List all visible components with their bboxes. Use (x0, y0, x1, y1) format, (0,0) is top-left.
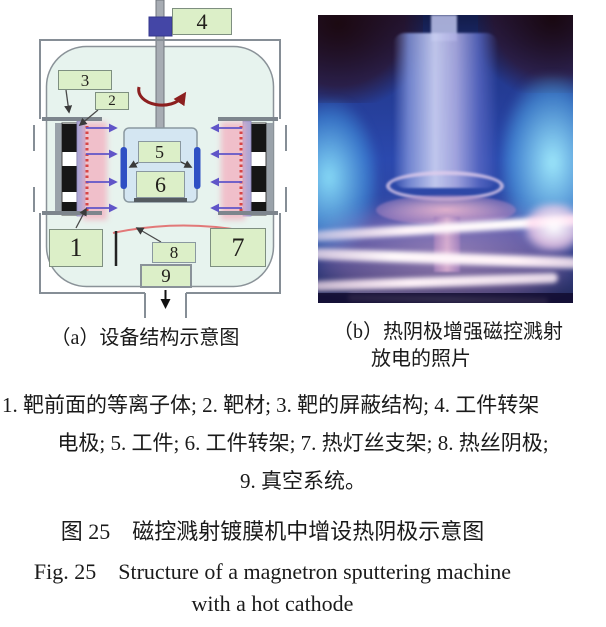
legend-line-1: 1. 靶前面的等离子体; 2. 靶材; 3. 靶的屏蔽结构; 4. 工件转架 (2, 393, 540, 417)
panel-b-caption: （b）热阴极增强磁控溅射 放电的照片 (314, 319, 582, 373)
diagram-label-3: 3 (58, 70, 112, 90)
figure-caption-en-line1: Fig. 25 Structure of a magnetron sputter… (33, 559, 512, 584)
photo-bright-spot-right (525, 203, 573, 251)
chamber-outer-wall (39, 39, 281, 294)
sputter-arrows-right (210, 123, 242, 213)
figure-legend: 1. 靶前面的等离子体; 2. 靶材; 3. 靶的屏蔽结构; 4. 工件转架 电… (0, 386, 606, 500)
diagram-label-6: 6 (136, 171, 185, 198)
wall-feedthrough-stubs (33, 125, 287, 212)
diagram-label-8: 8 (152, 242, 196, 263)
diagram-label-4: 4 (172, 8, 232, 35)
legend-line-3: 9. 真空系统。 (240, 469, 366, 493)
target-assembly-right (210, 117, 278, 220)
panel-a-diagram: 1 2 3 4 5 6 7 8 9 (0, 0, 300, 320)
figure-caption-en-line2: with a hot cathode (191, 591, 354, 616)
panel-b-photo (318, 15, 573, 303)
target-shield-right (218, 117, 278, 215)
target-shield-left (42, 117, 102, 215)
diagram-label-7: 7 (210, 228, 266, 267)
photo-cathode-cylinder (393, 33, 498, 188)
panel-b-caption-line2: 放电的照片 (371, 348, 471, 370)
rotation-arrow (137, 86, 187, 107)
diagram-label-2: 2 (95, 92, 129, 110)
sputter-arrows-left (86, 123, 118, 213)
target-assembly-left (42, 117, 118, 220)
workpiece-bar-left (120, 147, 127, 189)
panel-b-caption-line1: （b）热阴极增强磁控溅射 (333, 321, 563, 343)
panel-a-caption: （a）设备结构示意图 (50, 327, 240, 349)
shaft-feedthrough-block (148, 16, 173, 37)
diagram-label-5: 5 (138, 141, 181, 163)
diagram-label-1: 1 (49, 229, 103, 267)
photo-bottom-edge (318, 293, 573, 303)
vacuum-pipe (144, 293, 187, 318)
workpiece-bar-right (194, 147, 201, 189)
legend-line-2: 电极; 5. 工件; 6. 工件转架; 7. 热灯丝支架; 8. 热丝阴极; (57, 431, 549, 455)
figure-caption-zh: 图 25 磁控溅射镀膜机中增设热阴极示意图 (60, 519, 485, 544)
leader-lines (64, 89, 162, 243)
diagram-label-9: 9 (140, 264, 192, 288)
